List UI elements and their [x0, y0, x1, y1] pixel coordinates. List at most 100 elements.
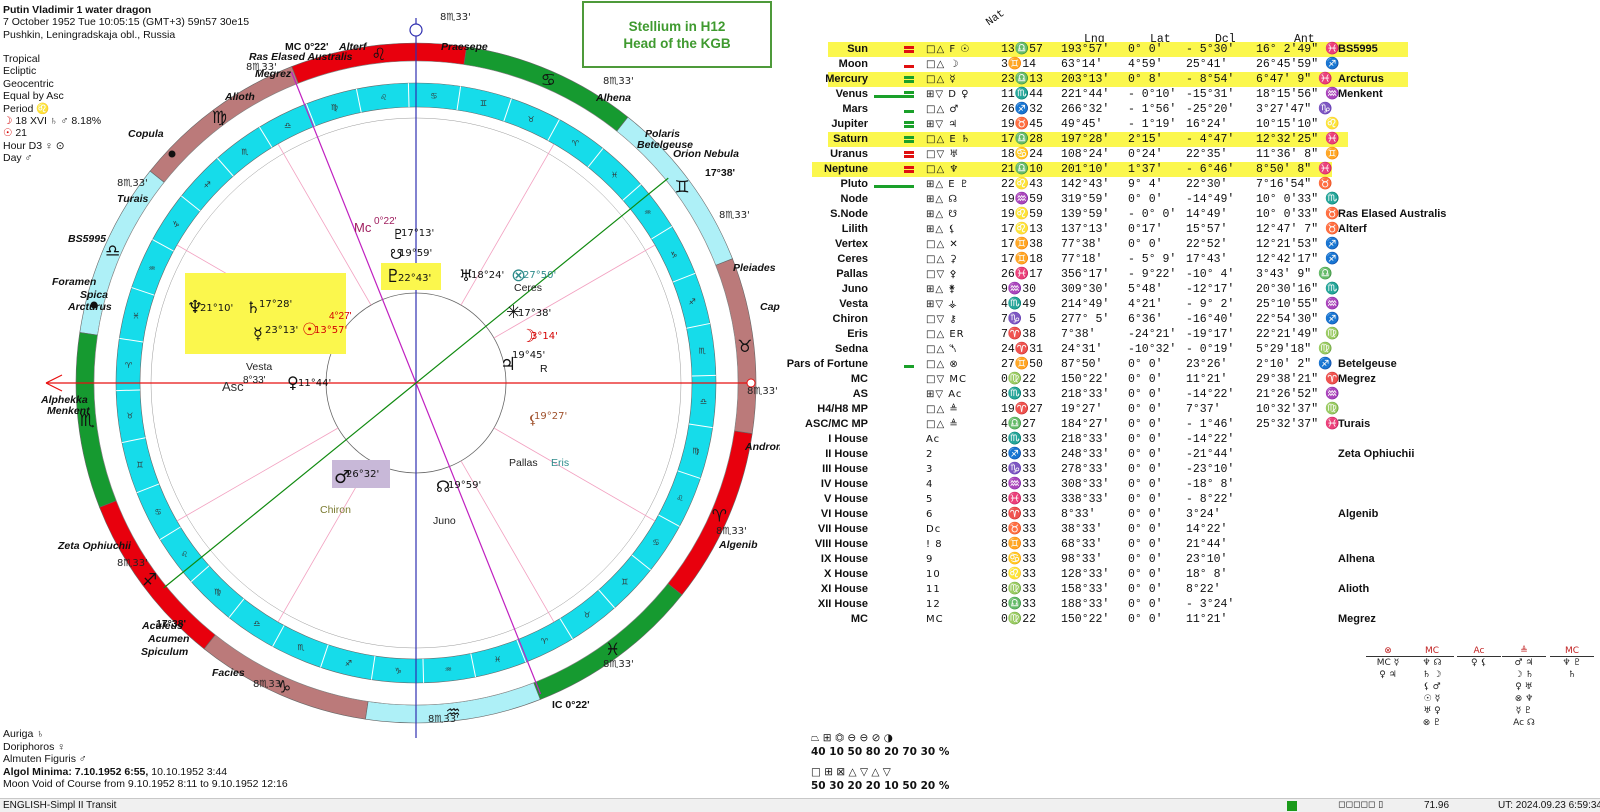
- row-glyphs: 5: [926, 494, 934, 505]
- row-name: X House: [823, 568, 868, 580]
- point-label: Eris: [551, 457, 569, 469]
- moon-icon: ☽: [3, 115, 13, 128]
- row-glyphs: MC: [926, 614, 944, 625]
- row-latitude: 0° 0': [1128, 613, 1163, 626]
- decan-divider: [228, 598, 245, 618]
- row-star: Megrez: [1338, 613, 1376, 625]
- fixed-star-label: Aculeus: [141, 620, 183, 632]
- row-zodiac: 26♓17: [1001, 268, 1043, 281]
- row-glyphs: ⊞△ ⚵: [926, 284, 957, 295]
- row-longitude: 128°33': [1061, 568, 1110, 581]
- row-latitude: 0° 0': [1128, 238, 1163, 251]
- planet-degree-label: 17°38': [518, 308, 551, 319]
- cusp-degree-label: 8♏33': [603, 76, 634, 87]
- row-declination: -16°40': [1186, 313, 1235, 326]
- decan-ruler-icon: ♓: [611, 170, 618, 179]
- row-name: III House: [822, 463, 868, 475]
- star-dot: [168, 150, 176, 158]
- strength-bar: [904, 125, 914, 128]
- strength-bars: [868, 297, 914, 312]
- mini-item: ♀ ⚸: [1470, 658, 1488, 668]
- row-glyphs: □▽ ⚴: [926, 269, 958, 280]
- row-name: Saturn: [833, 133, 868, 145]
- row-zodiac: 8♏33: [1001, 433, 1037, 446]
- row-zodiac: 0♍22: [1001, 613, 1037, 626]
- row-glyphs: □△ E ♄: [926, 134, 971, 145]
- status-language: ENGLISH-Simpl II Transit: [3, 800, 117, 811]
- strength-bars: [868, 342, 914, 357]
- row-declination: -14°49': [1186, 193, 1235, 206]
- chart-wheel[interactable]: ♈♉♊♋♌♍♎♏♐♑♒♓♋♌♍♎♏♐♑♒♓♈♉♊♋♌♍♎♏♐♑♒♓♈♉♊♋♌♍♎…: [0, 0, 780, 740]
- row-antiscia: 3°27'47" ♑: [1256, 103, 1333, 116]
- row-longitude: 68°33': [1061, 538, 1103, 551]
- decan-divider: [131, 287, 155, 296]
- decan-divider: [631, 554, 651, 571]
- status-buttons[interactable]: ◻◻◻◻◻ ▯: [1338, 800, 1384, 810]
- row-name: H4/H8 MP: [817, 403, 868, 415]
- decan-divider: [259, 126, 273, 148]
- decan-divider: [305, 103, 316, 127]
- chart-title: Putin Vladimir 1 water dragon: [3, 4, 152, 16]
- fixed-star-label: Betelgeuse: [637, 139, 693, 151]
- strength-bars: [868, 432, 914, 447]
- row-latitude: 4°59': [1128, 58, 1163, 71]
- row-latitude: 0° 0': [1128, 193, 1163, 206]
- row-declination: 15°57': [1186, 223, 1228, 236]
- nat-label: Nat: [984, 7, 1008, 29]
- strength-bars: [868, 402, 914, 417]
- planet-degree-label: 26°32': [346, 469, 379, 480]
- row-declination: - 1°46': [1186, 418, 1235, 431]
- vertex-line: [163, 177, 669, 589]
- strength-bars: [868, 327, 914, 342]
- row-name: IX House: [820, 553, 868, 565]
- cusp-degree-label: 8♏33': [428, 714, 459, 725]
- row-longitude: 203°13': [1061, 73, 1110, 86]
- decan-ruler-icon: ♑: [670, 251, 677, 260]
- fixed-star-label: Foramen: [52, 276, 96, 288]
- status-bar: ENGLISH-Simpl II Transit ◻◻◻◻◻ ▯ 71.96 U…: [0, 798, 1600, 812]
- row-longitude: 137°13': [1061, 223, 1110, 236]
- strength-bars: [868, 522, 914, 537]
- strength-bars: [868, 312, 914, 327]
- row-zodiac: 8♏33: [1001, 388, 1037, 401]
